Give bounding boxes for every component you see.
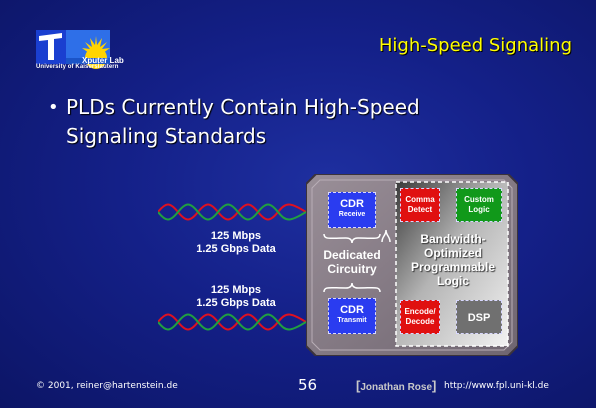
comma-detect-label: Comma Detect [405, 195, 435, 214]
pld-chip-diagram: CDR Receive Dedicated Circuitry CDR Tran… [306, 174, 518, 356]
bandwidth-optimized-label: Bandwidth-Optimized Programmable Logic [410, 232, 496, 288]
brace-top [323, 233, 381, 244]
page-number: 56 [298, 376, 318, 394]
transmit-rate-label: 125 Mbps 1.25 Gbps Data [166, 284, 306, 310]
logo-lab-name: Xputer Lab [82, 56, 124, 65]
footer-credit: [Jonathan Rose] [356, 378, 436, 393]
receive-rate-label: 125 Mbps 1.25 Gbps Data [166, 230, 306, 256]
custom-logic-block: Custom Logic [456, 188, 502, 222]
university-logo [36, 30, 110, 69]
credit-open-bracket: [ [356, 378, 361, 393]
credit-close-bracket: ] [432, 378, 437, 393]
encode-decode-label: Encode/ Decode [404, 307, 436, 326]
bullet-marker: • [48, 97, 59, 118]
transmit-rate-data: 1.25 Gbps Data [196, 297, 276, 309]
encode-decode-block: Encode/ Decode [400, 300, 440, 334]
cdr-transmit-block: CDR Transmit [328, 298, 376, 334]
comma-detect-block: Comma Detect [400, 188, 440, 222]
cdr-receive-title: CDR [340, 198, 364, 210]
cdr-transmit-sub: Transmit [337, 317, 367, 324]
dsp-block: DSP [456, 300, 502, 334]
bullet-text: PLDs Currently Contain High-Speed Signal… [66, 95, 420, 148]
footer-copyright: © 2001, reiner@hartenstein.de [36, 381, 178, 391]
transmit-rate-speed: 125 Mbps [210, 284, 262, 296]
custom-logic-label: Custom Logic [464, 195, 494, 214]
footer-url[interactable]: http://www.fpl.uni-kl.de [444, 381, 549, 391]
receive-rate-speed: 125 Mbps [210, 230, 262, 242]
slide-title: High-Speed Signaling [378, 35, 572, 56]
brace-bottom [323, 282, 381, 293]
credit-name: Jonathan Rose [360, 382, 433, 393]
cdr-transmit-title: CDR [340, 304, 364, 316]
receive-rate-data: 1.25 Gbps Data [196, 243, 276, 255]
transmit-signal-wire [158, 313, 306, 331]
cdr-receive-block: CDR Receive [328, 192, 376, 228]
dsp-label: DSP [467, 312, 491, 324]
logo-institution: University of Kaiserslautern [36, 64, 119, 70]
receive-signal-wire [158, 203, 306, 221]
dedicated-circuitry-label: Dedicated Circuitry [323, 248, 381, 276]
cdr-receive-sub: Receive [338, 211, 366, 218]
